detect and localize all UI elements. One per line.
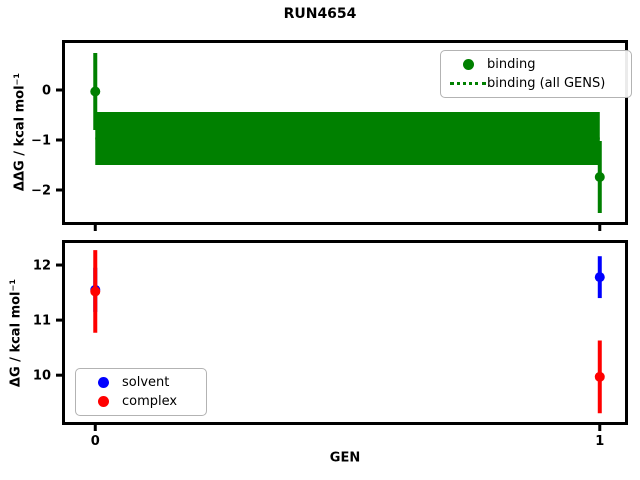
legend-marker-wrap bbox=[84, 377, 122, 388]
y-tick-label: −1 bbox=[31, 134, 51, 149]
legend-dg: solvent complex bbox=[75, 368, 207, 416]
solvent-point-icon bbox=[97, 377, 109, 388]
bottom-y-axis-label: ΔG / kcal mol⁻¹ bbox=[8, 278, 24, 388]
legend-entry-binding: binding bbox=[449, 56, 619, 73]
binding-point-icon bbox=[462, 59, 474, 70]
legend-entry-binding-all-gens: binding (all GENS) bbox=[449, 75, 619, 92]
legend-marker-wrap bbox=[449, 59, 487, 70]
binding-point bbox=[90, 86, 101, 97]
complex-point-icon bbox=[97, 396, 109, 407]
legend-marker-wrap bbox=[84, 396, 122, 407]
top-y-axis-label: ΔΔG / kcal mol⁻¹ bbox=[12, 72, 28, 192]
dg-plot-area: 12 11 10 0 1 bbox=[33, 250, 605, 449]
legend-entry-complex: complex bbox=[84, 393, 194, 410]
figure-title: RUN4654 bbox=[283, 6, 357, 22]
binding-plot-area: 0 −1 −2 bbox=[31, 53, 605, 231]
y-tick-label: 10 bbox=[33, 369, 51, 384]
binding-point bbox=[594, 172, 605, 182]
y-tick-label: −2 bbox=[31, 184, 51, 199]
y-tick-label: 0 bbox=[42, 84, 51, 99]
x-axis-label: GEN bbox=[329, 450, 361, 466]
legend-binding: binding binding (all GENS) bbox=[440, 50, 632, 98]
solvent-point bbox=[594, 272, 605, 283]
legend-label-binding-all-gens: binding (all GENS) bbox=[487, 76, 606, 91]
binding-all-gens-dotted-line-icon bbox=[450, 82, 486, 85]
y-tick-label: 11 bbox=[33, 314, 51, 329]
legend-entry-solvent: solvent bbox=[84, 374, 194, 391]
legend-label-solvent: solvent bbox=[122, 375, 170, 390]
complex-point bbox=[90, 286, 101, 297]
x-tick-label: 1 bbox=[595, 434, 604, 449]
complex-point bbox=[594, 371, 605, 382]
legend-label-complex: complex bbox=[122, 394, 178, 409]
y-tick-label: 12 bbox=[33, 259, 51, 274]
legend-label-binding: binding bbox=[487, 57, 536, 72]
legend-marker-wrap bbox=[449, 82, 487, 85]
x-tick-label: 0 bbox=[91, 434, 100, 449]
